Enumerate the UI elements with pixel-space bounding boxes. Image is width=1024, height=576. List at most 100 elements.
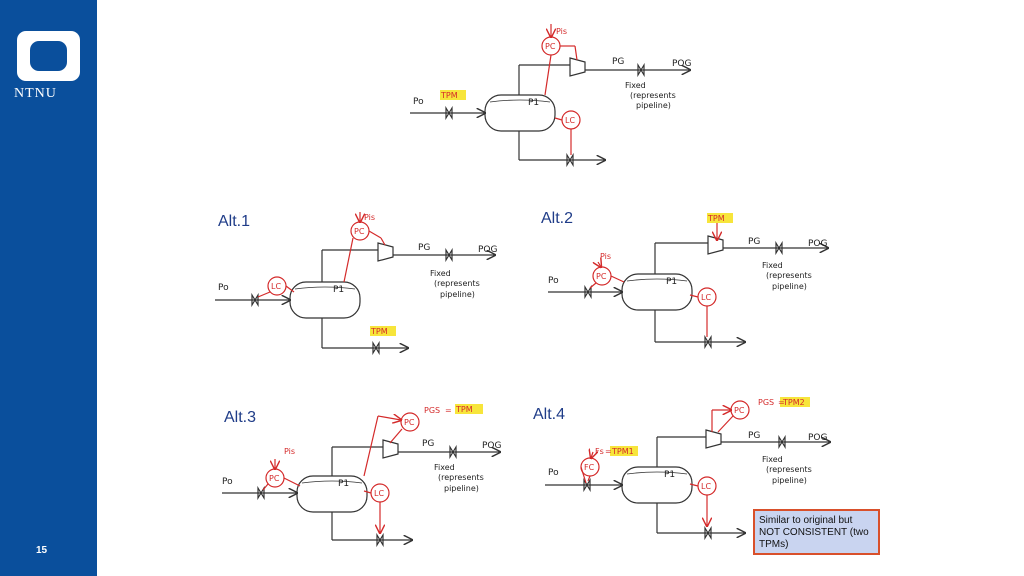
label-ps: Pis xyxy=(600,252,611,261)
valve-icon xyxy=(637,62,645,78)
label-pg: PG xyxy=(748,431,760,441)
valve-icon xyxy=(445,105,453,121)
svg-text:=: = xyxy=(605,447,612,456)
alt3-label: Alt.3 xyxy=(224,409,257,426)
compressor-icon xyxy=(569,57,586,77)
label-fixed-2: (represents xyxy=(438,473,484,482)
label-pog: POG xyxy=(482,441,502,451)
diagram-alt4 xyxy=(545,397,830,541)
label-pc2: PC xyxy=(404,418,415,427)
label-fs: Fs xyxy=(595,447,604,456)
label-pog: POG xyxy=(672,59,692,69)
label-fixed-3: pipeline) xyxy=(772,476,807,485)
label-fixed-3: pipeline) xyxy=(440,290,475,299)
label-pog: POG xyxy=(808,433,828,443)
label-fixed-2: (represents xyxy=(766,465,812,474)
label-fixed-3: pipeline) xyxy=(444,484,479,493)
label-ps: PGS xyxy=(758,398,774,407)
label-p0: Po xyxy=(548,276,559,286)
label-fixed-1: Fixed xyxy=(434,463,455,472)
label-p0: Po xyxy=(413,97,424,107)
diagram-original xyxy=(410,57,690,168)
label-tpm: TPM xyxy=(707,214,725,223)
label-fixed-1: Fixed xyxy=(430,269,451,278)
valve-icon xyxy=(583,477,591,493)
label-lc: LC xyxy=(565,116,575,125)
label-p1: P1 xyxy=(338,479,349,489)
label-fixed-2: (represents xyxy=(630,91,676,100)
valve-icon xyxy=(449,444,457,460)
label-pg: PG xyxy=(612,57,624,67)
label-tpm2: TPM2 xyxy=(782,398,805,407)
label-p0: Po xyxy=(548,468,559,478)
label-pc: PC xyxy=(354,227,365,236)
valve-icon xyxy=(376,532,384,548)
label-pg: PG xyxy=(748,237,760,247)
diagram-alt3 xyxy=(222,404,500,548)
diagram-alt1 xyxy=(215,242,495,356)
label-pc: PC xyxy=(545,42,556,51)
label-pc1: PC xyxy=(269,474,280,483)
diagram-alt1-control xyxy=(257,212,386,298)
label-fixed-1: Fixed xyxy=(625,81,646,90)
label-fixed-1: Fixed xyxy=(762,261,783,270)
label-pc: PC xyxy=(734,406,745,415)
ntnu-logo-icon xyxy=(17,31,80,81)
label-fixed-3: pipeline) xyxy=(772,282,807,291)
label-ps2: PGS xyxy=(424,406,440,415)
label-fc: FC xyxy=(584,463,595,472)
label-p1: P1 xyxy=(664,470,675,480)
sidebar: NTNU 15 xyxy=(0,0,97,576)
label-fixed-3: pipeline) xyxy=(636,101,671,110)
label-ps1: Pis xyxy=(284,447,295,456)
alt4-label: Alt.4 xyxy=(533,406,566,423)
label-tpm: TPM xyxy=(370,327,388,336)
valve-icon xyxy=(445,247,453,263)
label-ps: Pis xyxy=(364,213,375,222)
diagram-alt3-control xyxy=(262,412,420,533)
label-pg: PG xyxy=(422,439,434,449)
label-tpm: TPM xyxy=(455,405,473,414)
label-fixed-1: Fixed xyxy=(762,455,783,464)
label-p1: P1 xyxy=(333,285,344,295)
valve-icon xyxy=(775,240,783,256)
label-pg: PG xyxy=(418,243,430,253)
valve-icon xyxy=(704,334,712,350)
label-lc: LC xyxy=(374,489,384,498)
valve-icon xyxy=(372,340,380,356)
diagram-alt2-control xyxy=(589,223,717,337)
label-pog: POG xyxy=(478,245,498,255)
label-ps: Pis xyxy=(556,27,567,36)
svg-text:=: = xyxy=(445,406,452,415)
alt2-label: Alt.2 xyxy=(541,210,574,227)
label-pc: PC xyxy=(596,272,607,281)
label-lc: LC xyxy=(271,282,281,291)
valve-icon xyxy=(778,434,786,450)
label-pog: POG xyxy=(808,239,828,249)
separator-tank xyxy=(621,273,693,311)
compressor-icon xyxy=(377,242,394,262)
label-tpm1: TPM1 xyxy=(611,447,634,456)
valve-icon xyxy=(251,292,259,308)
label-fixed-2: (represents xyxy=(766,271,812,280)
compressor-icon xyxy=(707,235,724,255)
label-lc: LC xyxy=(701,293,711,302)
logo-text: NTNU xyxy=(14,86,57,101)
diagram-alt4-control xyxy=(580,400,750,526)
separator-tank xyxy=(289,281,361,319)
label-lc: LC xyxy=(701,482,711,491)
diagram-original-control xyxy=(541,24,581,155)
compressor-icon xyxy=(382,439,399,459)
svg-text:=: = xyxy=(778,398,785,407)
label-fixed-2: (represents xyxy=(434,279,480,288)
label-p0: Po xyxy=(218,283,229,293)
compressor-icon xyxy=(705,429,722,449)
label-tpm: TPM xyxy=(440,91,458,100)
label-p0: Po xyxy=(222,477,233,487)
separator-tank xyxy=(484,94,556,132)
valve-icon xyxy=(566,152,574,168)
valve-icon xyxy=(704,525,712,541)
label-p1: P1 xyxy=(666,277,677,287)
page-number: 15 xyxy=(36,545,48,556)
